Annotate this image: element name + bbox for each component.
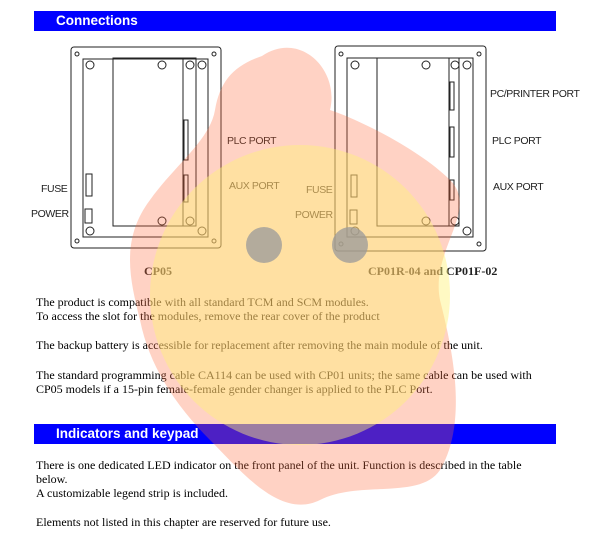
section-header-connections: Connections (34, 11, 556, 31)
section-header-indicators: Indicators and keypad (34, 424, 556, 444)
paragraph-cable: The standard programming cable CA114 can… (36, 368, 532, 396)
label-aux-port: AUX PORT (229, 180, 280, 192)
label-pc-printer-port: PC/PRINTER PORT (490, 88, 580, 100)
label-plc-port-right: PLC PORT (492, 135, 542, 147)
paragraph-led: There is one dedicated LED indicator on … (36, 458, 522, 486)
label-power: POWER (31, 208, 69, 220)
cp05-diagram (70, 46, 222, 249)
paragraph-reserved: Elements not listed in this chapter are … (36, 515, 331, 529)
paragraph-battery: The backup battery is accessible for rep… (36, 338, 483, 352)
label-aux-port-right: AUX PORT (493, 181, 544, 193)
paragraph-legend: A customizable legend strip is included. (36, 486, 228, 500)
label-power-right: POWER (295, 209, 333, 221)
paragraph-compatibility: The product is compatible with all stand… (36, 295, 369, 309)
cp01-diagram (334, 45, 487, 252)
label-fuse: FUSE (41, 183, 68, 195)
label-fuse-right: FUSE (306, 184, 333, 196)
caption-cp01: CP01R-04 and CP01F-02 (368, 264, 498, 278)
label-plc-port: PLC PORT (227, 135, 277, 147)
caption-cp05: CP05 (144, 264, 172, 278)
paragraph-slot: To access the slot for the modules, remo… (36, 309, 380, 323)
